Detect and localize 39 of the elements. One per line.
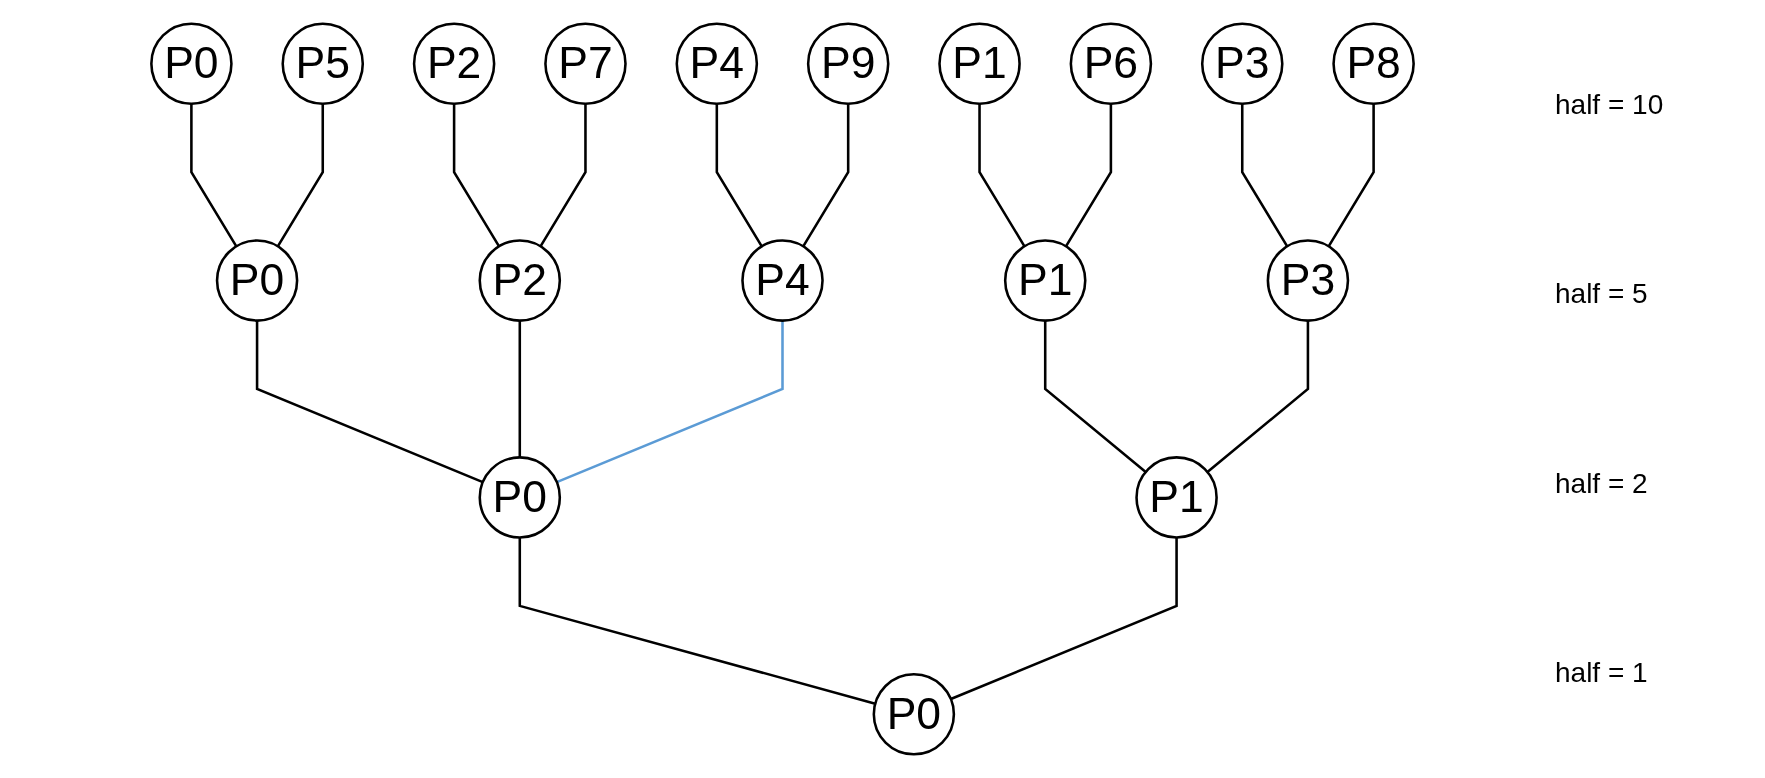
level-label: half = 10 xyxy=(1555,88,1665,121)
connector xyxy=(452,103,501,247)
node-circle: P0 xyxy=(872,673,956,756)
connector xyxy=(802,103,850,247)
node-circle: P1 xyxy=(1003,239,1087,322)
node-circle: P4 xyxy=(675,22,759,105)
connector xyxy=(950,537,1178,701)
connector xyxy=(1064,103,1113,247)
node-circle: P0 xyxy=(150,22,233,105)
node-circle: P1 xyxy=(1135,456,1218,539)
node-circle: P0 xyxy=(215,239,299,322)
connector xyxy=(539,103,587,247)
node-circle: P8 xyxy=(1332,22,1415,105)
node-circle: P2 xyxy=(412,22,496,105)
node-circle: P3 xyxy=(1200,22,1284,105)
level-label: half = 5 xyxy=(1555,278,1649,311)
connector xyxy=(715,103,763,247)
connector xyxy=(1240,103,1289,247)
connector xyxy=(518,320,522,458)
connector xyxy=(255,320,484,484)
node-circle: P1 xyxy=(938,22,1021,105)
level-label: half = 1 xyxy=(1555,657,1649,690)
node-circle: P2 xyxy=(478,239,562,322)
node-circle: P6 xyxy=(1069,22,1153,105)
connector xyxy=(190,103,238,247)
node-circle: P3 xyxy=(1266,239,1350,322)
connector xyxy=(518,537,876,705)
connector xyxy=(978,103,1026,247)
connector xyxy=(556,320,784,484)
connector xyxy=(1327,103,1375,247)
node-circle: P7 xyxy=(544,22,627,105)
node-circle: P0 xyxy=(478,456,562,539)
node-circle: P4 xyxy=(741,239,824,322)
connector xyxy=(1206,320,1310,473)
connector xyxy=(276,103,325,247)
node-circle: P5 xyxy=(281,22,365,105)
node-circle: P9 xyxy=(806,22,890,105)
level-label: half = 2 xyxy=(1555,467,1649,500)
connector xyxy=(1043,320,1147,473)
